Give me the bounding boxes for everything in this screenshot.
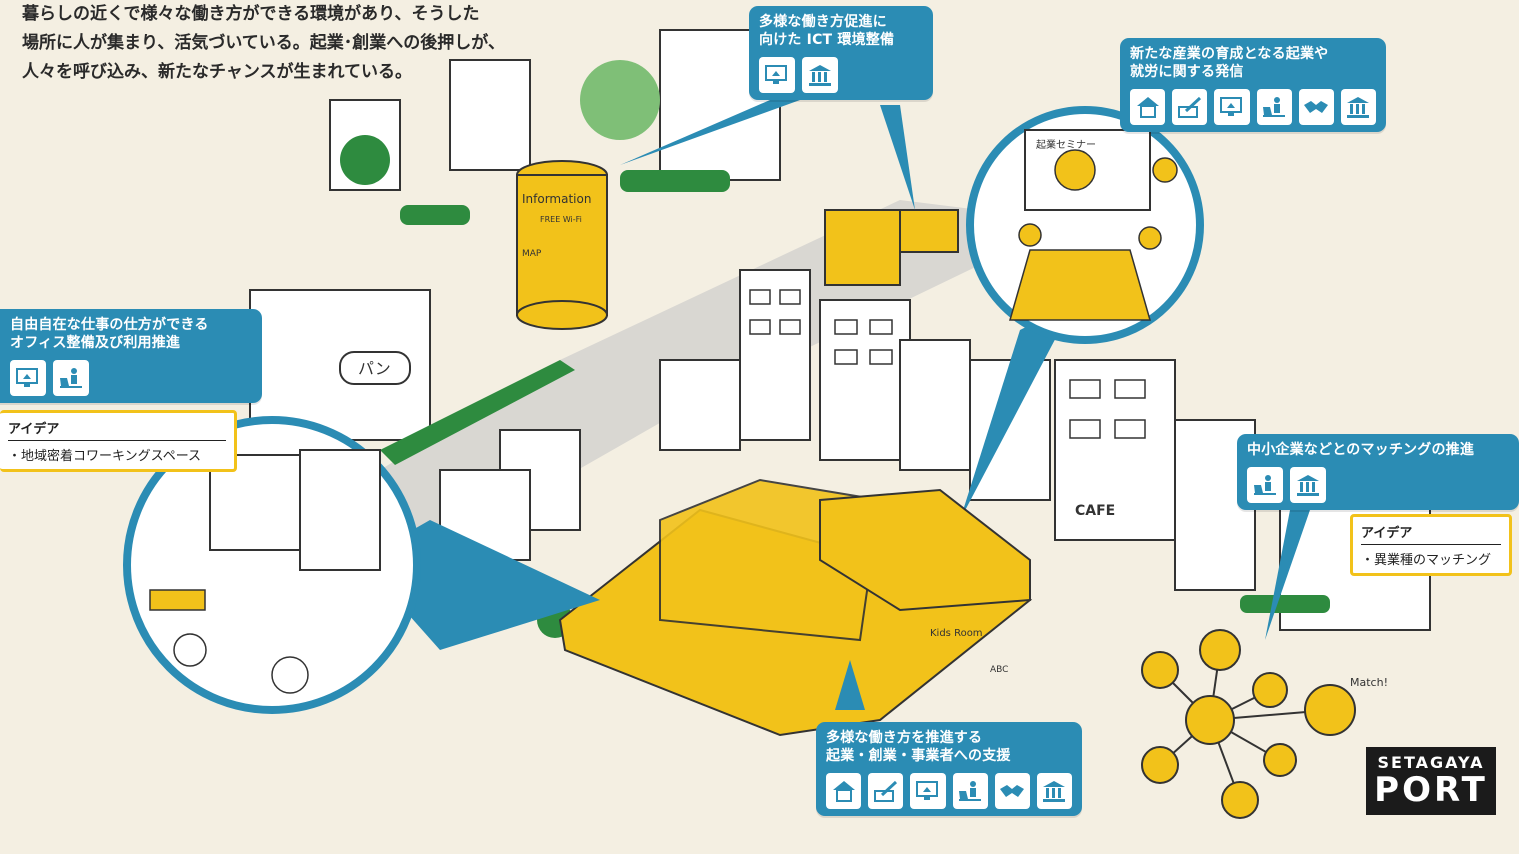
intro-line-3: 人々を呼び込み、新たなチャンスが生まれている。 (22, 62, 412, 82)
map-label: MAP (522, 249, 542, 259)
writing-icon (1172, 89, 1208, 125)
information-tower: Information FREE Wi-Fi MAP (516, 160, 608, 330)
callout-office: 自由自在な仕事の仕方ができる オフィス整備及び利用推進 (0, 309, 262, 403)
person-laptop-icon (1247, 467, 1283, 503)
monitor-house-icon (910, 773, 946, 809)
public-building-icon (802, 57, 838, 93)
coworking-floor: Kids Room ABC (558, 478, 1033, 737)
house-icon (826, 773, 862, 809)
callout-ict-line-2: 向けた ICT 環境整備 (759, 32, 895, 48)
callout-matching: 中小企業などとのマッチングの推進 (1237, 434, 1519, 510)
person-laptop-icon (952, 773, 988, 809)
callout-support: 多様な働き方を推進する 起業・創業・事業者への支援 (816, 722, 1082, 816)
bakery-sign: パン (339, 351, 411, 385)
abc-sign: ABC (990, 665, 1008, 675)
free-wifi-label: FREE Wi-Fi (540, 215, 582, 224)
idea-box-matching: アイデア ・異業種のマッチング (1350, 514, 1512, 576)
callout-industry: 新たな産業の育成となる起業や 就労に関する発信 (1120, 38, 1386, 132)
callout-ict: 多様な働き方促進に 向けた ICT 環境整備 (749, 6, 933, 100)
callout-industry-line-2: 就労に関する発信 (1130, 64, 1244, 80)
windows (749, 289, 1146, 439)
idea-item: ・異業種のマッチング (1361, 553, 1492, 568)
monitor-house-icon (1214, 89, 1250, 125)
idea-item: ・地域密着コワーキングスペース (8, 449, 202, 464)
idea-heading: アイデア (1361, 522, 1501, 545)
monitor-house-icon (10, 360, 46, 396)
callout-ict-line-1: 多様な働き方促進に (759, 14, 887, 30)
match-label: Match! (1350, 676, 1388, 689)
handshake-icon (1298, 89, 1334, 125)
public-building-icon (1290, 467, 1326, 503)
callout-pointers (620, 100, 1310, 710)
callout-support-line-2: 起業・創業・事業者への支援 (826, 748, 1011, 764)
cafe-sign: CAFE (1075, 503, 1115, 519)
callout-industry-line-1: 新たな産業の育成となる起業や (1130, 46, 1329, 62)
person-laptop-icon (53, 360, 89, 396)
kiosk (824, 209, 901, 286)
logo-line-1: SETAGAYA (1377, 753, 1485, 772)
idea-box-office: アイデア ・地域密着コワーキングスペース (0, 410, 237, 472)
seminar-bubble: 起業セミナー (960, 106, 1204, 520)
monitor-house-icon (759, 57, 795, 93)
intro-line-2: 場所に人が集まり、活気づいている。起業･創業への後押しが、 (22, 33, 505, 53)
intro-line-1: 暮らしの近くで様々な働き方ができる環境があり、そうした (22, 4, 480, 24)
callout-office-line-1: 自由自在な仕事の仕方ができる (10, 317, 209, 333)
seminar-board-title: 起業セミナー (1036, 138, 1096, 151)
handshake-icon (994, 773, 1030, 809)
callout-matching-line-1: 中小企業などとのマッチングの推進 (1247, 442, 1475, 458)
public-building-icon (1340, 89, 1377, 125)
kids-room-sign: Kids Room (930, 628, 983, 639)
logo-line-2: PORT (1374, 770, 1488, 810)
person-laptop-icon (1256, 89, 1292, 125)
setagaya-port-logo: SETAGAYA PORT (1366, 747, 1496, 815)
public-building-icon (1036, 773, 1073, 809)
matching-network: Match! (1141, 629, 1388, 819)
intro-text: 暮らしの近くで様々な働き方ができる環境があり、そうした 場所に人が集まり、活気づ… (22, 0, 622, 87)
svg-text:CAFE: CAFE (1075, 503, 1115, 519)
house-icon (1130, 89, 1166, 125)
hedges (380, 170, 1330, 613)
writing-icon (868, 773, 904, 809)
svg-text:パン: パン (358, 359, 391, 378)
video-call-screen (899, 209, 959, 253)
callout-office-line-2: オフィス整備及び利用推進 (10, 335, 181, 351)
information-label: Information (522, 192, 591, 206)
callout-support-line-1: 多様な働き方を推進する (826, 730, 983, 746)
office-detail-bubble (123, 416, 600, 714)
idea-heading: アイデア (8, 418, 226, 441)
